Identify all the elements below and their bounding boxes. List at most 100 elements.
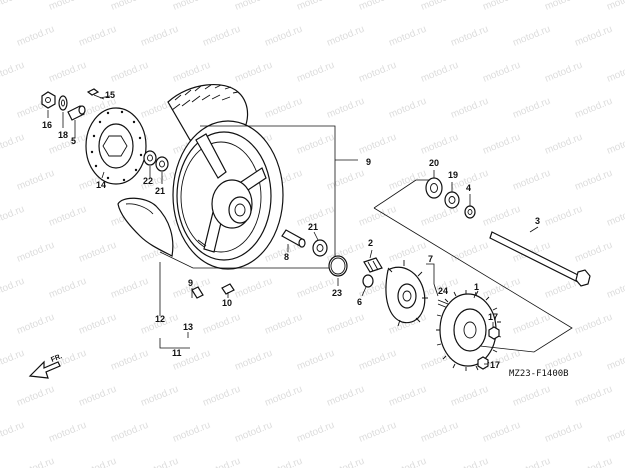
callout-20: 20 [429,158,439,168]
watermark-text: motod.ru [419,60,460,85]
watermark-text: motod.ru [0,348,26,373]
watermark-text: motod.ru [511,456,552,468]
watermark-text: motod.ru [357,348,398,373]
watermark-text: motod.ru [201,312,242,337]
watermark-text: motod.ru [511,96,552,121]
watermark-text: motod.ru [543,204,584,229]
watermark-text: motod.ru [15,24,56,49]
watermark-text: motod.ru [387,456,428,468]
watermark-text: motod.ru [325,312,366,337]
callout-12: 12 [155,314,165,324]
watermark-text: motod.ru [573,384,614,409]
callout-24: 24 [438,286,448,296]
washer-part-18 [58,95,68,111]
callout-labels: 15 16 18 5 14 22 21 9 21 8 23 2 6 20 19 … [42,90,540,370]
watermark-text: motod.ru [605,0,625,13]
callout-17-b: 17 [490,360,500,370]
watermark-text: motod.ru [263,96,304,121]
callout-17-a: 17 [488,312,498,322]
watermark-text: motod.ru [481,276,522,301]
watermark-text: motod.ru [109,420,150,445]
watermark-text: motod.ru [233,0,274,13]
watermark-text: motod.ru [573,96,614,121]
watermark-text: motod.ru [573,24,614,49]
watermark-text: motod.ru [573,168,614,193]
watermark-text: motod.ru [357,420,398,445]
sprocket-icon [436,290,502,371]
watermark-text: motod.ru [109,348,150,373]
watermark-text: motod.ru [387,384,428,409]
watermark-text: motod.ru [449,24,490,49]
watermark-text: motod.ru [325,24,366,49]
collar-part-4 [464,205,476,219]
callout-15: 15 [105,90,115,100]
callout-6: 6 [357,297,362,307]
callout-7: 7 [428,254,433,264]
watermark-text: motod.ru [139,24,180,49]
sprocket-flange-part [385,260,428,327]
watermark-text: motod.ru [15,240,56,265]
callout-13: 13 [183,322,193,332]
seal-part-19 [444,191,460,209]
watermark-text: motod.ru [295,420,336,445]
callout-14: 14 [96,180,106,190]
watermark-text: motod.ru [47,0,88,13]
callout-18: 18 [58,130,68,140]
watermark-text: motod.ru [325,168,366,193]
watermark-text: motod.ru [77,24,118,49]
watermark-text: motod.ru [511,24,552,49]
o-ring-part-23 [328,255,348,277]
watermark-text: motod.ru [325,96,366,121]
watermark-text: motod.ru [419,420,460,445]
watermark-text: motod.ru [263,312,304,337]
watermark-text: motod.ru [15,456,56,468]
watermark-text: motod.ru [481,420,522,445]
watermark-text: motod.ru [357,60,398,85]
axle-icon [489,231,591,287]
watermark-text: motod.ru [295,132,336,157]
callout-9-main: 9 [366,157,371,167]
watermark-text: motod.ru [295,276,336,301]
callout-23: 23 [332,288,342,298]
bearing-part-22 [143,150,157,166]
diagram-code-label: MZ23-F1400B [509,369,569,379]
watermark-text: motod.ru [201,456,242,468]
watermark-text: motod.ru [605,132,625,157]
watermark-text: motod.ru [543,60,584,85]
distance-collar-part-8 [281,229,306,248]
watermark-text: motod.ru [325,384,366,409]
callout-21-right: 21 [308,222,318,232]
watermark-text: motod.ru [201,24,242,49]
watermark-text: motod.ru [0,420,26,445]
bearing-part-21-right [312,239,328,257]
callout-9-sub: 9 [188,278,193,288]
watermark-text: motod.ru [449,384,490,409]
watermark-text: motod.ru [387,240,428,265]
watermark-text: motod.ru [109,60,150,85]
callout-8: 8 [284,252,289,262]
watermark-text: motod.ru [573,240,614,265]
watermark-text: motod.ru [511,168,552,193]
watermark-text: motod.ru [419,132,460,157]
watermark-text: motod.ru [171,60,212,85]
watermark-text: motod.ru [139,384,180,409]
watermark-text: motod.ru [605,204,625,229]
watermark-text: motod.ru [573,456,614,468]
bearing-part-20 [425,177,443,199]
watermark-text: motod.ru [47,204,88,229]
callout-1: 1 [474,282,479,292]
watermark-text: motod.ru [109,276,150,301]
watermark-text: motod.ru [171,420,212,445]
callout-21-left: 21 [155,186,165,196]
callout-11: 11 [172,348,182,358]
valve-part-9 [191,286,204,299]
damper-part-6 [362,274,374,288]
watermark-text: motod.ru [605,348,625,373]
watermark-text: motod.ru [543,420,584,445]
watermark-text: motod.ru [573,312,614,337]
watermark-text: motod.ru [263,24,304,49]
bearing-part-21-left [155,156,169,172]
watermark-text: motod.ru [0,276,26,301]
brake-disc-icon [85,107,147,185]
